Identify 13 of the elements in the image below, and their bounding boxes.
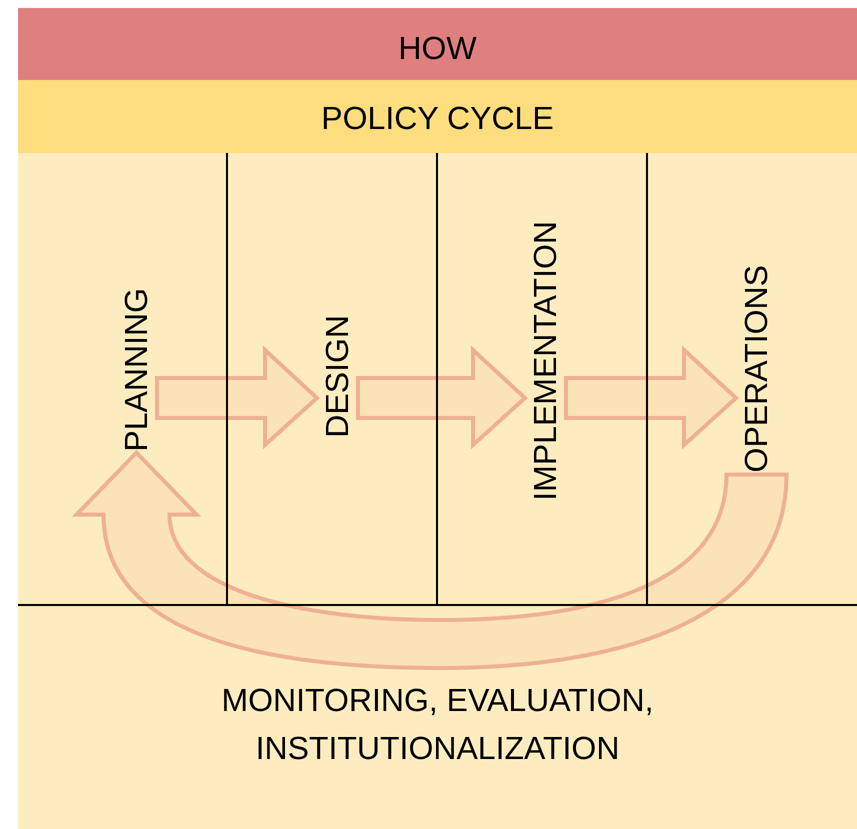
header-band xyxy=(18,80,857,153)
block-arrow xyxy=(564,345,739,450)
block-arrow xyxy=(155,345,320,450)
stage-label: IMPLEMENTATION xyxy=(527,221,564,501)
curved-arrow xyxy=(74,450,788,670)
stage-label: PLANNING xyxy=(118,288,155,452)
band-title: POLICY CYCLE xyxy=(320,100,555,137)
panel-text: MONITORING, EVALUATION, INSTITUTIONALIZATION xyxy=(220,681,655,768)
stage-label: DESIGN xyxy=(319,315,356,438)
block-arrow xyxy=(356,345,528,450)
band-title: HOW xyxy=(397,30,478,67)
header-band xyxy=(18,8,857,80)
stage-label: OPERATIONS xyxy=(738,265,775,472)
